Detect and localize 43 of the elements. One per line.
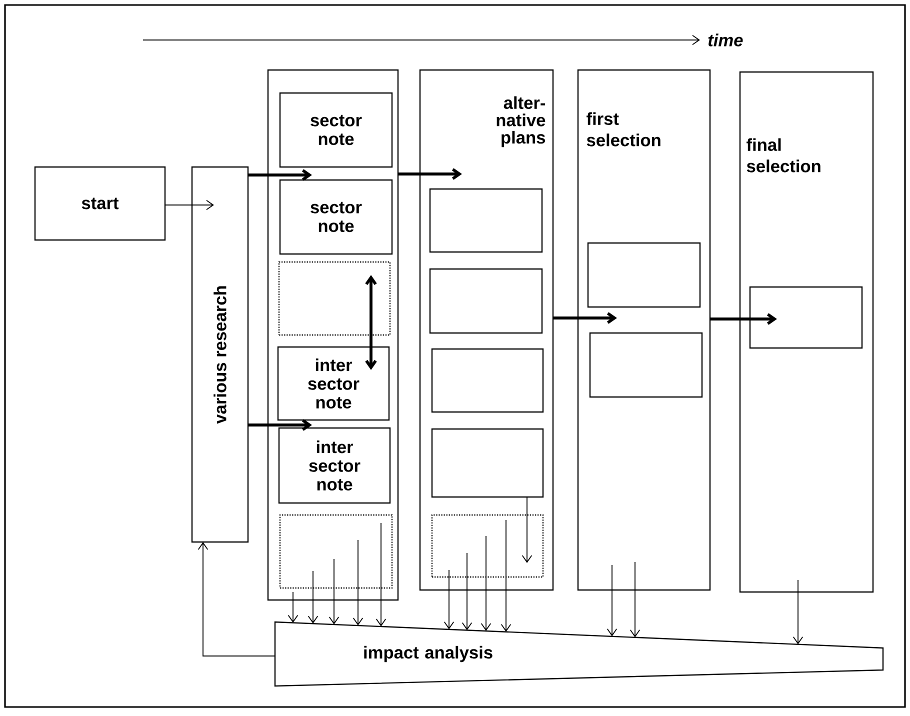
arrow	[398, 168, 462, 180]
impact-analysis-wedge: impact analysis	[274, 621, 884, 687]
arrow	[462, 552, 472, 630]
arrow	[164, 200, 214, 210]
arrow	[198, 542, 276, 656]
arrow	[480, 536, 492, 631]
stage-column: alter- native plans	[419, 69, 554, 591]
empty-box	[589, 332, 703, 398]
empty-box	[431, 428, 544, 498]
arrow	[288, 592, 298, 623]
arrow	[606, 564, 618, 636]
arrow	[308, 570, 318, 624]
stage-column: final selection	[739, 71, 874, 593]
arrow	[710, 313, 777, 325]
arrow	[248, 419, 312, 431]
note-box: inter sector note	[277, 346, 390, 421]
arrow	[365, 275, 377, 370]
stage-column: first selection	[577, 69, 711, 591]
arrow	[444, 570, 454, 630]
arrow	[553, 312, 617, 324]
note-box: inter sector note	[278, 427, 391, 504]
stage-column	[267, 69, 399, 601]
empty-box	[429, 268, 543, 334]
time-label: time	[708, 34, 743, 46]
note-box: sector note	[279, 92, 393, 168]
note-box: sector note	[279, 179, 393, 255]
empty-box	[587, 242, 701, 308]
arrow	[248, 169, 312, 181]
empty-box	[429, 188, 543, 253]
arrow	[376, 522, 386, 626]
dotted-box	[279, 514, 393, 589]
research-bar: various research	[191, 166, 249, 543]
arrow	[522, 496, 532, 563]
dotted-box	[431, 514, 544, 578]
arrow	[792, 580, 804, 644]
arrow	[500, 520, 512, 632]
arrow	[352, 540, 364, 626]
note-box: start	[34, 166, 166, 241]
arrow	[630, 562, 640, 638]
empty-box	[749, 286, 863, 349]
arrow	[328, 558, 340, 624]
dotted-box	[278, 261, 391, 336]
empty-box	[431, 348, 544, 413]
